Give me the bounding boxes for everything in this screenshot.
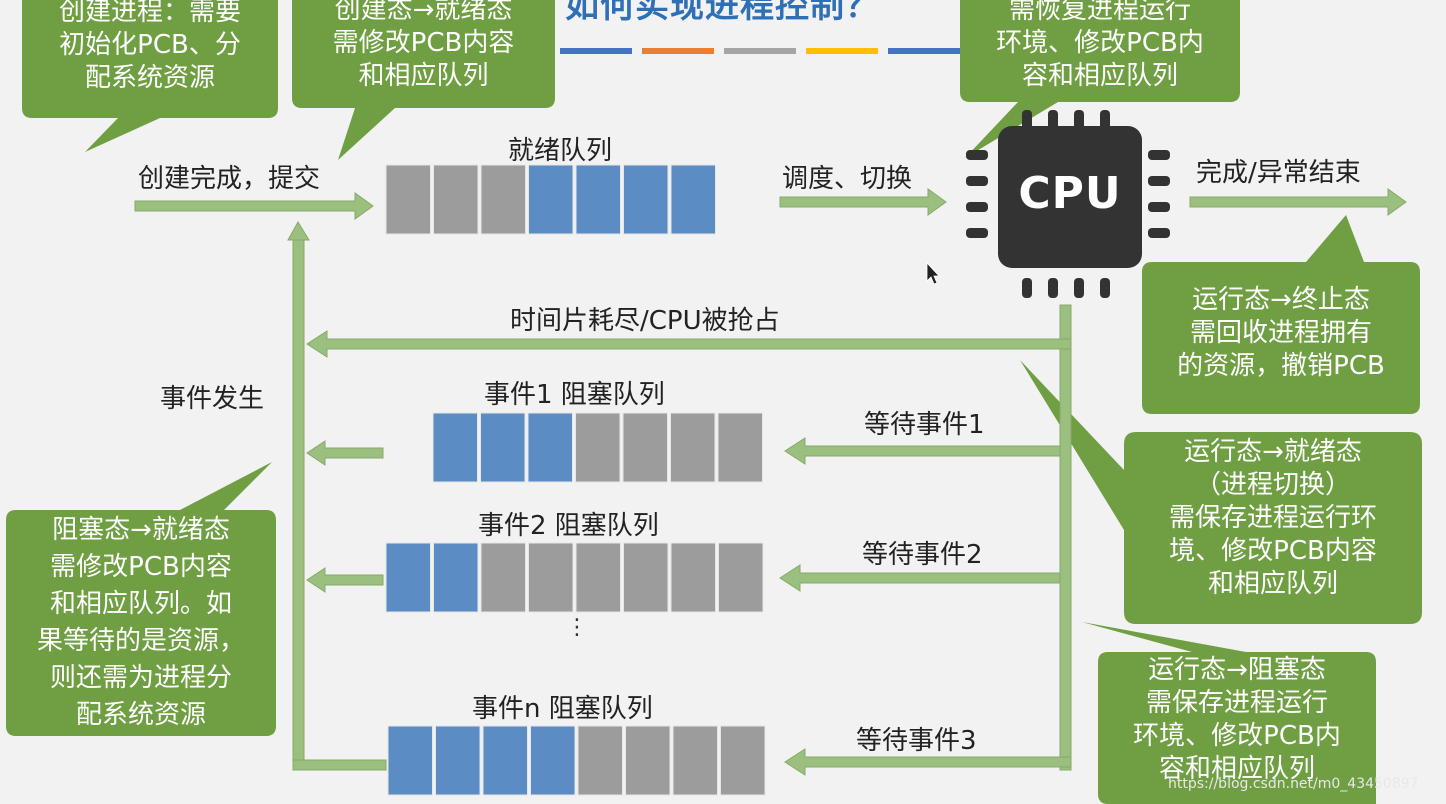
queue-cell [575, 412, 621, 483]
label-wait3: 等待事件3 [856, 726, 977, 756]
queue-cell [385, 164, 431, 235]
callout-create-to-ready [292, 0, 555, 160]
title-underline-segment [888, 48, 960, 54]
callout-block-to-ready [6, 462, 276, 736]
label-timeslice: 时间片耗尽/CPU被抢占 [510, 306, 780, 336]
queue-cell [528, 542, 574, 613]
title-underline-segment [806, 48, 878, 54]
queue-cell [717, 412, 763, 483]
queue-cell [435, 725, 481, 796]
callout-run-to-ready [1020, 360, 1422, 624]
label-wait1: 等待事件1 [864, 410, 985, 440]
queue-cell [672, 725, 718, 796]
callout-create-to-ready-text: 创建态→就绪态 需修改PCB内容 和相应队列 [332, 0, 515, 91]
queue-cell [432, 412, 478, 483]
label-wait2: 等待事件2 [862, 540, 983, 570]
queue-cell [670, 412, 716, 483]
queue-cell [527, 412, 573, 483]
queue-cell [623, 542, 669, 613]
event1-queue-boxes [432, 412, 763, 483]
title-underline-segment [642, 48, 714, 54]
queue-cell [625, 725, 671, 796]
label-ready-queue: 就绪队列 [508, 136, 613, 166]
arrow-finish [1189, 188, 1407, 216]
queue-cell [670, 164, 716, 235]
cpu-label: CPU [1018, 168, 1122, 219]
callout-run-to-block-text: 运行态→阻塞态 需保存进程运行 环境、修改PCB内 容和相应队列 [1133, 655, 1341, 784]
queue-cell [385, 542, 431, 613]
callout-shapes [6, 0, 1422, 804]
event-return-trunk [292, 237, 305, 771]
queue-cell [530, 725, 576, 796]
queue-cell [528, 164, 574, 235]
label-event-occur: 事件发生 [160, 384, 265, 414]
event2-queue-boxes [385, 542, 764, 613]
flow-arrows [134, 188, 1407, 776]
queue-ellipsis: ⋮ [566, 615, 588, 640]
label-queuen: 事件n 阻塞队列 [472, 694, 653, 724]
cpu-chip-icon [966, 110, 1170, 298]
callout-block-to-ready-text: 阻塞态→就绪态 需修改PCB内容 和相应队列。如 果等待的是资源， 则还需为进程… [36, 515, 245, 730]
queue-cell [433, 542, 479, 613]
callout-create-text: 创建进程：需要 初始化PCB、分 配系统资源 [58, 0, 241, 93]
label-schedule: 调度、切换 [782, 164, 913, 194]
arrow-event-occur-up [287, 221, 310, 241]
label-queue2: 事件2 阻塞队列 [478, 511, 659, 541]
mouse-pointer-icon [926, 261, 940, 285]
page-title: 如何实现进程控制？ [565, 0, 880, 26]
event-return-bottom [292, 759, 387, 771]
title-underline-bars [560, 48, 990, 54]
queue-cell [577, 725, 623, 796]
queue-cell [482, 725, 528, 796]
queue-cell [718, 542, 764, 613]
arrow-wait1 [784, 437, 1061, 465]
callout-run-to-end [1142, 215, 1420, 414]
label-create-done: 创建完成，提交 [138, 164, 321, 194]
queue-cell [480, 412, 526, 483]
cpu-down-trunk [1059, 304, 1072, 771]
arrow-wait2 [779, 564, 1061, 592]
watermark: https://blog.csdn.net/m0_43450897 [1168, 776, 1419, 792]
arrow-queue1-out [306, 440, 384, 466]
eventn-queue-boxes [387, 725, 766, 796]
queue-cell [670, 542, 716, 613]
queue-cell [433, 164, 479, 235]
callout-ready-to-run-text: 需恢复进程运行 环境、修改PCB内 容和相应队列 [996, 0, 1204, 91]
label-queue1: 事件1 阻塞队列 [484, 380, 665, 410]
callout-run-to-ready-text: 运行态→就绪态 （进程切换） 需保存进程运行环 境、修改PCB内容 和相应队列 [1168, 437, 1377, 599]
queue-cell [720, 725, 766, 796]
queue-cell [480, 542, 526, 613]
title-underline-segment [560, 48, 632, 54]
arrow-wait3 [784, 748, 1072, 776]
arrow-queue2-out [306, 567, 384, 593]
title-underline-segment [724, 48, 796, 54]
queue-cell [480, 164, 526, 235]
queue-cell [623, 164, 669, 235]
callout-run-to-block [1082, 622, 1376, 804]
queue-cell [622, 412, 668, 483]
callout-create [22, 0, 278, 152]
label-finish: 完成/异常结束 [1196, 158, 1361, 188]
queue-cell [575, 164, 621, 235]
queue-cell [387, 725, 433, 796]
queue-cell [575, 542, 621, 613]
arrow-create-submit [134, 192, 374, 220]
callout-run-to-end-text: 运行态→终止态 需回收进程拥有 的资源，撤销PCB [1177, 285, 1385, 381]
ready-queue-boxes [385, 164, 716, 235]
arrow-timeslice [306, 330, 1072, 358]
arrow-schedule [779, 188, 947, 216]
